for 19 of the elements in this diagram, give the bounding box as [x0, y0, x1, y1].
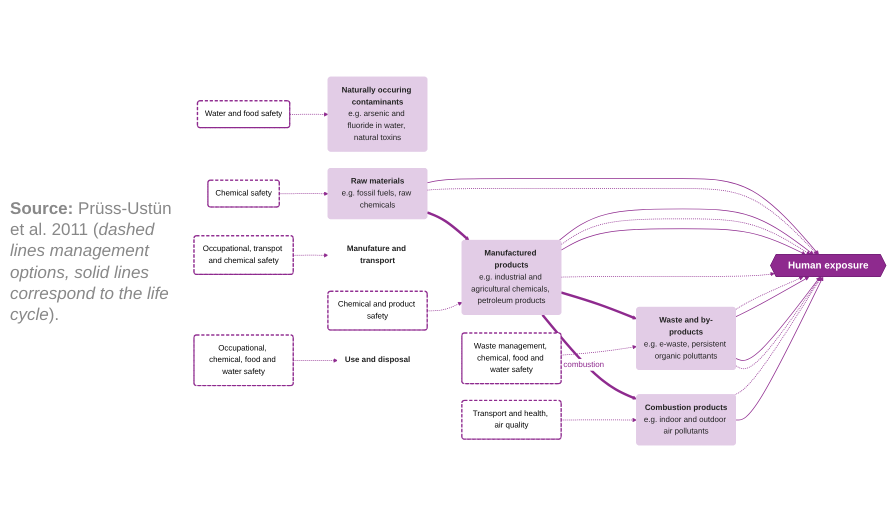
arrow — [293, 358, 338, 364]
arrow — [736, 277, 810, 318]
arrow — [735, 276, 804, 310]
arrow — [736, 277, 824, 421]
arrow — [290, 112, 328, 118]
arrow — [560, 418, 637, 423]
arrow — [560, 345, 637, 356]
arrow — [558, 209, 814, 256]
source-note: Source: Prüss-Ustün et al. 2011 (dashed lines management options, solid lines correspond to the life cycle). — [10, 198, 173, 326]
arrow — [560, 218, 811, 256]
arrow — [561, 292, 637, 320]
arrow — [293, 254, 328, 258]
arrow — [560, 272, 775, 278]
arrow — [426, 212, 470, 242]
arrow — [734, 277, 822, 396]
arrow — [560, 228, 806, 256]
arrow — [427, 302, 462, 312]
arrow — [279, 192, 328, 196]
arrow — [542, 314, 637, 400]
